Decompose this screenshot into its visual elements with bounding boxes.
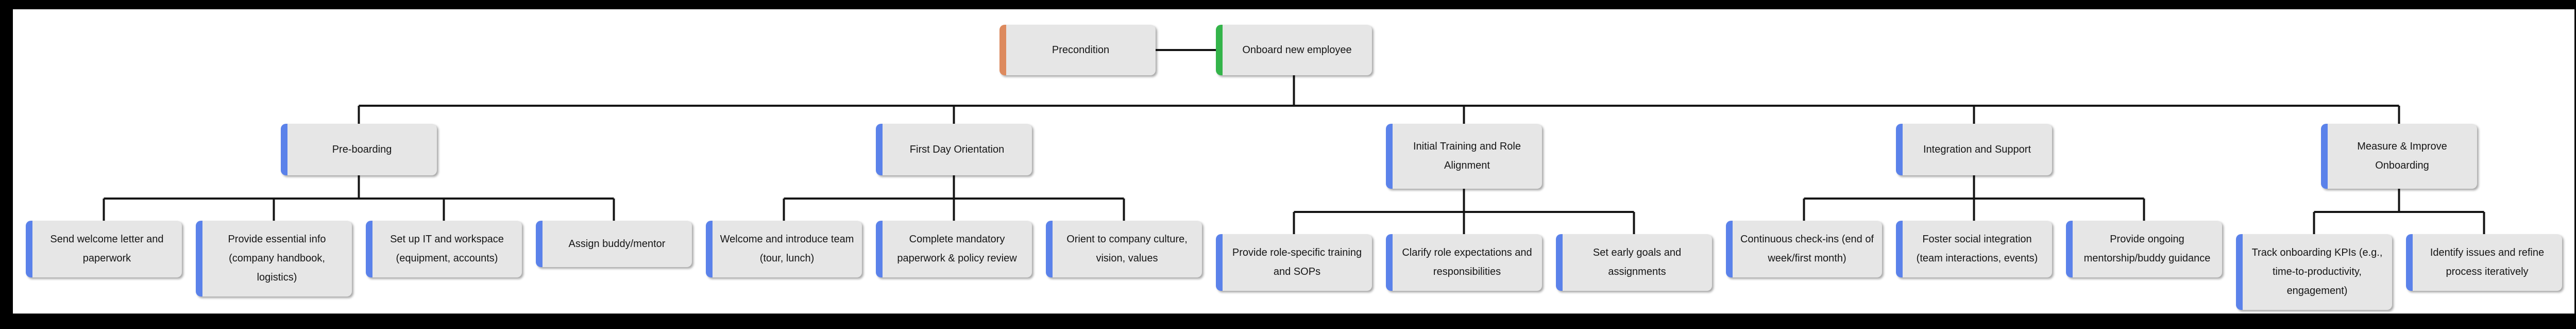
- accent-bar: [999, 25, 1006, 75]
- node-leaf-2-0[interactable]: Provide role-specific training and SOPs: [1216, 234, 1372, 291]
- accent-bar: [1726, 221, 1733, 277]
- node-label: First Day Orientation: [909, 143, 1005, 155]
- node-leaf-2-1[interactable]: Clarify role expectations and responsibi…: [1386, 234, 1542, 291]
- accent-bar: [1386, 124, 1393, 189]
- node-phase-0[interactable]: Pre-boarding: [281, 124, 437, 175]
- node-leaf-3-2[interactable]: Provide ongoing mentorship/buddy guidanc…: [2066, 221, 2222, 277]
- accent-bar: [366, 221, 372, 277]
- accent-bar: [2066, 221, 2073, 277]
- node-label: Send welcome letter and paperwork: [50, 234, 164, 264]
- node-label: Assign buddy/mentor: [568, 238, 666, 250]
- accent-bar: [1216, 234, 1223, 291]
- accent-bar: [2321, 124, 2328, 189]
- node-leaf-3-0[interactable]: Continuous check-ins (end of week/first …: [1726, 221, 1882, 277]
- node-leaf-0-0[interactable]: Send welcome letter and paperwork: [26, 221, 182, 277]
- node-root[interactable]: Onboard new employee: [1216, 25, 1372, 75]
- accent-bar: [706, 221, 713, 277]
- node-leaf-3-1[interactable]: Foster social integration (team interact…: [1896, 221, 2052, 277]
- accent-bar: [1556, 234, 1563, 291]
- node-label: Initial Training and Role Alignment: [1413, 141, 1521, 171]
- accent-bar: [2236, 234, 2243, 310]
- node-leaf-1-2[interactable]: Orient to company culture, vision, value…: [1046, 221, 1202, 277]
- node-label: Precondition: [1052, 44, 1110, 56]
- node-leaf-1-0[interactable]: Welcome and introduce team (tour, lunch): [706, 221, 862, 277]
- node-label: Welcome and introduce team (tour, lunch): [720, 234, 854, 264]
- accent-bar: [2406, 234, 2413, 291]
- node-label: Track onboarding KPIs (e.g., time-to-pro…: [2251, 247, 2383, 297]
- accent-bar: [1386, 234, 1393, 291]
- node-label: Onboard new employee: [1242, 44, 1352, 56]
- node-leaf-4-0[interactable]: Track onboarding KPIs (e.g., time-to-pro…: [2236, 234, 2392, 310]
- accent-bar: [1896, 221, 1903, 277]
- accent-bar: [876, 124, 883, 175]
- node-label: Orient to company culture, vision, value…: [1066, 234, 1188, 264]
- accent-bar: [196, 221, 202, 297]
- accent-bar: [1216, 25, 1223, 75]
- accent-bar: [536, 221, 543, 267]
- node-label: Set early goals and assignments: [1592, 247, 1682, 277]
- node-label: Provide essential info (company handbook…: [228, 234, 326, 283]
- accent-bar: [1046, 221, 1053, 277]
- node-label: Clarify role expectations and responsibi…: [1402, 247, 1532, 277]
- node-phase-1[interactable]: First Day Orientation: [876, 124, 1032, 175]
- accent-bar: [1896, 124, 1903, 175]
- accent-bar: [281, 124, 287, 175]
- node-phase-4[interactable]: Measure & Improve Onboarding: [2321, 124, 2477, 189]
- accent-bar: [876, 221, 883, 277]
- node-phase-3[interactable]: Integration and Support: [1896, 124, 2052, 175]
- node-leaf-0-3[interactable]: Assign buddy/mentor: [536, 221, 692, 267]
- node-label: Pre-boarding: [332, 143, 392, 155]
- node-label: Set up IT and workspace (equipment, acco…: [390, 234, 504, 264]
- node-leaf-0-1[interactable]: Provide essential info (company handbook…: [196, 221, 352, 297]
- node-label: Foster social integration (team interact…: [1916, 234, 2038, 264]
- node-leaf-0-2[interactable]: Set up IT and workspace (equipment, acco…: [366, 221, 522, 277]
- accent-bar: [26, 221, 32, 277]
- node-label: Measure & Improve Onboarding: [2357, 141, 2447, 171]
- node-leaf-4-1[interactable]: Identify issues and refine process itera…: [2406, 234, 2562, 291]
- node-precondition[interactable]: Precondition: [999, 25, 1156, 75]
- node-label: Identify issues and refine process itera…: [2430, 247, 2545, 277]
- node-label: Integration and Support: [1923, 143, 2031, 155]
- node-leaf-1-1[interactable]: Complete mandatory paperwork & policy re…: [876, 221, 1032, 277]
- node-leaf-2-2[interactable]: Set early goals and assignments: [1556, 234, 1712, 291]
- node-label: Complete mandatory paperwork & policy re…: [897, 234, 1017, 264]
- node-label: Continuous check-ins (end of week/first …: [1740, 234, 1874, 264]
- node-phase-2[interactable]: Initial Training and Role Alignment: [1386, 124, 1542, 189]
- node-label: Provide ongoing mentorship/buddy guidanc…: [2083, 234, 2211, 264]
- node-label: Provide role-specific training and SOPs: [1232, 247, 1362, 277]
